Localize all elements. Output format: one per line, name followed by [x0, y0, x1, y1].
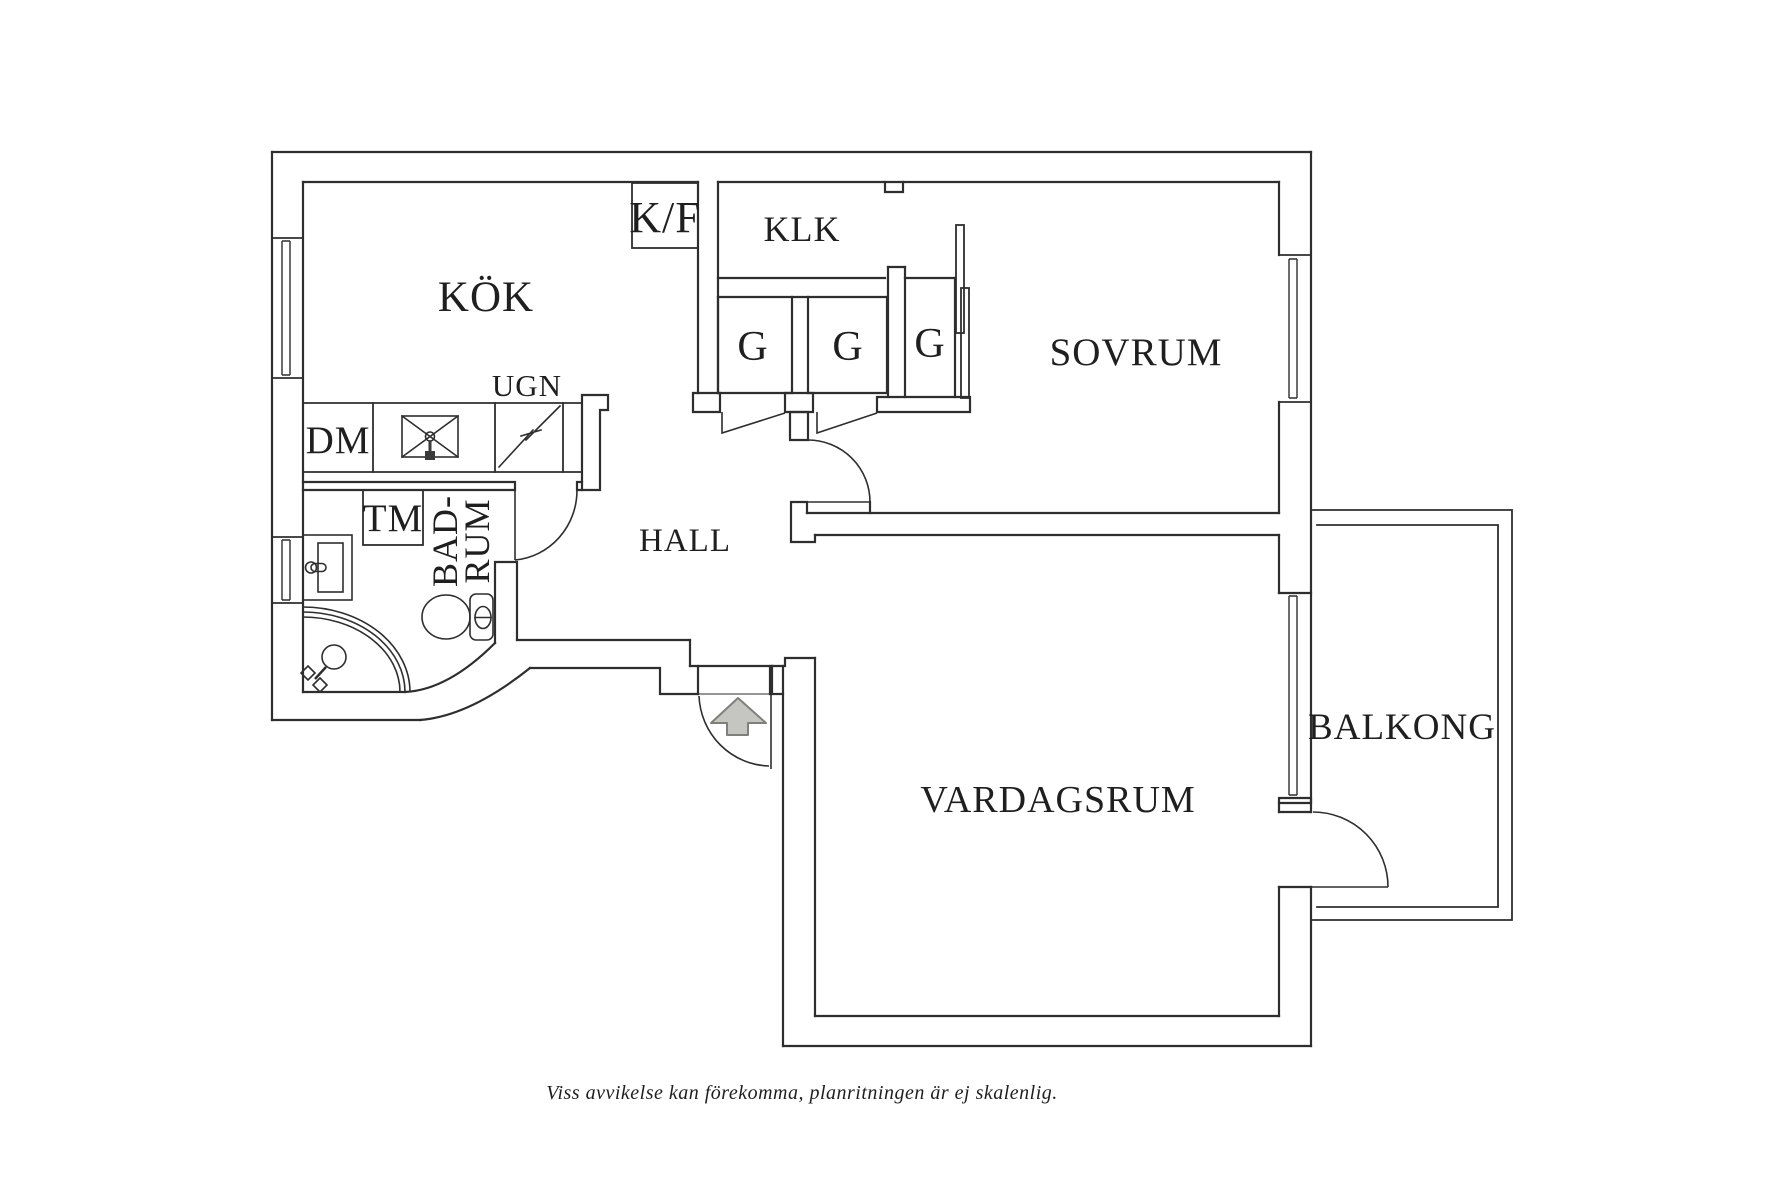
room-label-bathroom-line2: RUM [457, 498, 497, 583]
exterior-walls [270, 150, 1313, 1048]
balcony-railing [1311, 509, 1513, 921]
door-bathroom [514, 489, 578, 561]
label-wardrobe-3: G [914, 321, 945, 367]
room-label-balcony: BALKONG [1308, 707, 1496, 748]
room-label-living-room: VARDAGSRUM [920, 779, 1195, 821]
label-oven: UGN [492, 368, 562, 403]
disclaimer-caption: Viss avvikelse kan förekomma, planritnin… [546, 1082, 1058, 1104]
door-entrance [698, 694, 772, 769]
door-balcony [1311, 811, 1389, 888]
window-kitchen [271, 237, 304, 379]
window-bathroom [271, 536, 304, 604]
wardrobe-door-left [721, 412, 786, 435]
sliding-doors [955, 224, 970, 399]
label-dishwasher: DM [306, 419, 371, 462]
interior-walls [301, 180, 1313, 1018]
sink-icon [400, 414, 460, 460]
room-label-hall: HALL [639, 523, 731, 559]
washing-machine-box [362, 489, 424, 546]
bathroom-sink-icon [302, 534, 353, 601]
wardrobe-door-right [816, 412, 878, 435]
toilet-icon [421, 593, 494, 641]
kitchen-counter [302, 402, 583, 473]
window-livingroom [1288, 595, 1298, 796]
shower-icon [299, 606, 411, 694]
room-label-bedroom: SOVRUM [1050, 331, 1223, 374]
fridge-freezer-box [631, 182, 699, 249]
door-bedroom [807, 439, 871, 503]
label-washing-machine: TM [363, 497, 424, 540]
label-wardrobe-2: G [832, 324, 863, 370]
stove-icon [497, 404, 562, 469]
room-label-closet: KLK [764, 209, 841, 249]
room-label-bathroom-line1: BAD- [425, 495, 465, 587]
window-bedroom [1278, 254, 1312, 403]
entrance-arrow-icon [710, 697, 767, 736]
label-fridge-freezer: K/F [629, 193, 700, 242]
room-label-kitchen: KÖK [438, 274, 534, 321]
label-wardrobe-1: G [737, 324, 768, 370]
